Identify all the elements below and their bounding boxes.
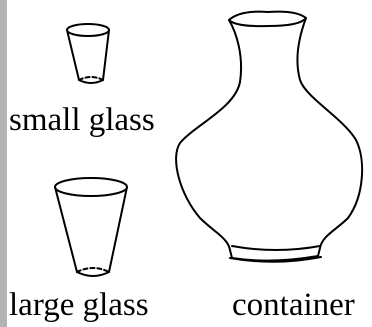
large-glass-label: large glass (9, 287, 149, 323)
large-glass-drawing (54, 177, 128, 277)
small-glass-left-side (66, 29, 80, 81)
small-glass-label: small glass (9, 102, 155, 138)
small-glass-base-front (78, 79, 104, 84)
small-glass-right-side (102, 29, 110, 81)
left-edge-strip (0, 0, 7, 327)
container-rim (228, 10, 307, 28)
container-body (175, 17, 364, 262)
small-glass-base-back (78, 76, 104, 81)
container-label: container (232, 287, 355, 323)
large-glass-base-back (76, 267, 110, 273)
container-drawing (175, 10, 364, 263)
container-foot-upper (231, 245, 321, 251)
container-foot-bottom (229, 256, 322, 263)
large-glass-rim (54, 177, 128, 197)
small-glass-rim (66, 23, 110, 37)
large-glass-right-side (108, 186, 128, 273)
large-glass-base-front (76, 271, 110, 277)
small-glass-drawing (66, 23, 110, 84)
large-glass-left-side (54, 186, 78, 273)
